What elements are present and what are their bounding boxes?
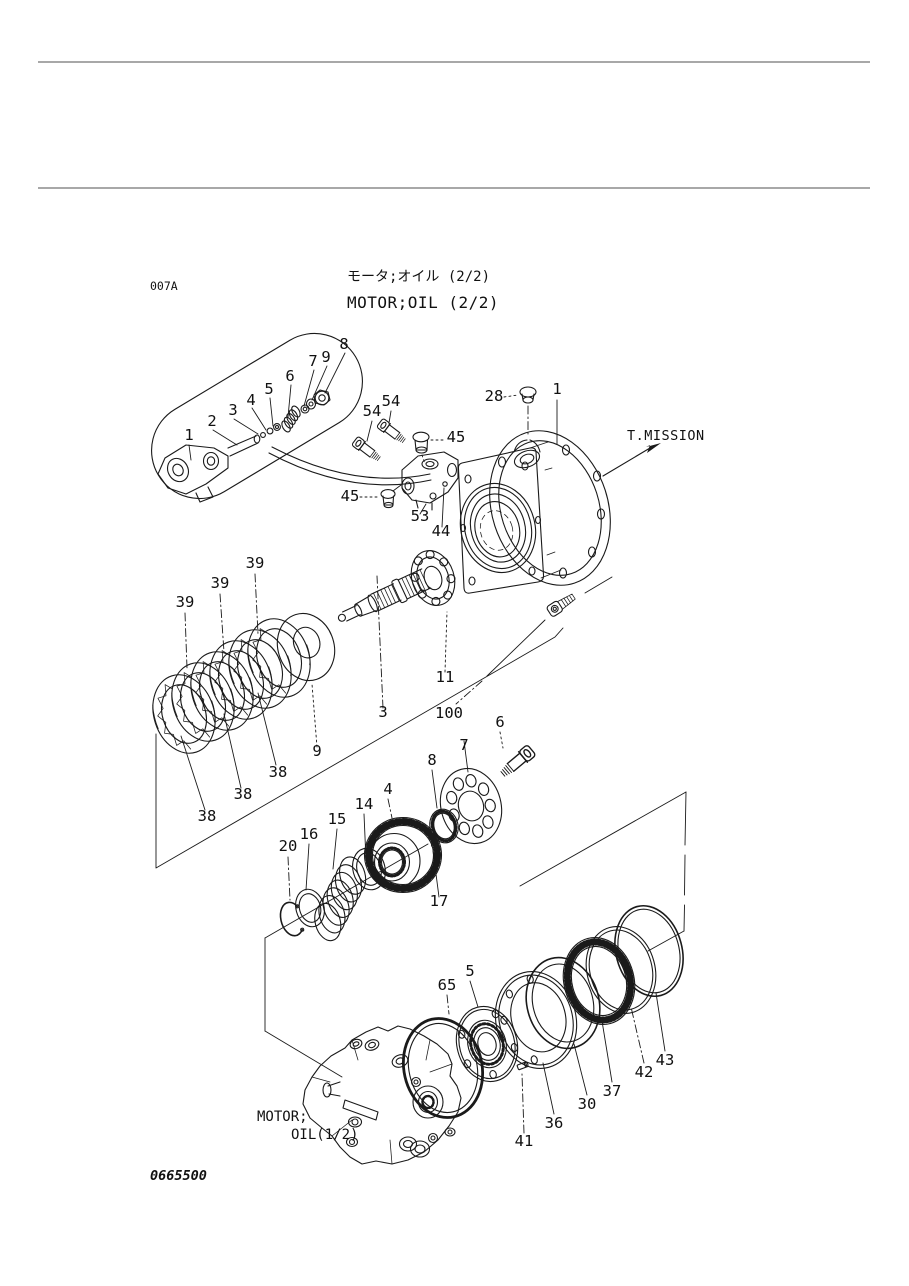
part-label-100: 100 — [435, 704, 463, 722]
part-label-3: 3 — [378, 703, 387, 721]
part-label-45: 45 — [447, 428, 466, 446]
part-label-28: 28 — [485, 387, 504, 405]
housing-screw-leader — [455, 576, 613, 705]
header-rules — [38, 61, 870, 189]
part-label-4: 4 — [246, 391, 255, 409]
part-label-41: 41 — [515, 1132, 534, 1150]
motor-ref-line1: MOTOR; — [257, 1109, 308, 1125]
doc-code: 007A — [150, 279, 178, 293]
part-label-54: 54 — [382, 392, 401, 410]
ring-30 — [525, 956, 601, 1096]
retainer-plate-7 — [439, 740, 503, 845]
title-english: MOTOR;OIL (2/2) — [347, 293, 499, 312]
valve-body — [157, 444, 229, 503]
part-label-38: 38 — [269, 763, 288, 781]
part-label-38: 38 — [234, 785, 253, 803]
part-label-4: 4 — [383, 780, 392, 798]
clutch-plates — [142, 609, 321, 762]
static-text: 007A モータ;オイル (2/2) MOTOR;OIL (2/2) T.MIS… — [150, 269, 705, 1184]
grommet-28 — [503, 386, 537, 435]
oring-43 — [614, 904, 684, 1052]
part-label-17: 17 — [430, 892, 449, 910]
cap-45-right — [412, 431, 445, 465]
part-label-7: 7 — [308, 352, 317, 370]
coupling-8 — [429, 769, 459, 898]
part-label-44: 44 — [432, 522, 451, 540]
part-label-20: 20 — [279, 837, 298, 855]
part-label-38: 38 — [198, 807, 217, 825]
part-label-8: 8 — [339, 335, 348, 353]
pin-44 — [441, 481, 448, 528]
part-label-7: 7 — [459, 736, 468, 754]
part-label-6: 6 — [495, 713, 504, 731]
part-label-9: 9 — [321, 348, 330, 366]
bearing-11 — [410, 549, 456, 673]
part-label-14: 14 — [355, 795, 374, 813]
plate-leaders — [180, 573, 318, 811]
top-port-boss — [513, 449, 541, 469]
motor-body — [302, 1025, 462, 1165]
gear-4 — [363, 798, 443, 894]
part-label-6: 6 — [285, 367, 294, 385]
part-label-15: 15 — [328, 810, 347, 828]
part-label-65: 65 — [438, 976, 457, 994]
oring-65 — [401, 994, 485, 1119]
drive-shaft — [337, 568, 432, 709]
part-label-11: 11 — [436, 668, 455, 686]
t-mission-label: T.MISSION — [627, 428, 705, 444]
group-box-lower — [264, 791, 687, 1078]
mounting-bolts-54 — [350, 410, 408, 464]
footer-code: 0665500 — [150, 1168, 207, 1184]
cap-45-left — [359, 484, 402, 509]
motor-ref-line2: OIL(1/2) — [291, 1127, 358, 1143]
part-label-39: 39 — [176, 593, 195, 611]
part-label-36: 36 — [545, 1114, 564, 1132]
title-japanese: モータ;オイル (2/2) — [347, 269, 490, 285]
part-label-3: 3 — [228, 401, 237, 419]
t-mission-arrow — [602, 443, 661, 477]
part-label-30: 30 — [578, 1095, 597, 1113]
bolt-6 — [497, 731, 537, 780]
washer-16 — [295, 843, 325, 928]
part-label-16: 16 — [300, 825, 319, 843]
part-label-5: 5 — [465, 962, 474, 980]
group-box-upper — [155, 627, 564, 869]
valve-capsule-group — [151, 332, 363, 503]
part-label-9: 9 — [312, 742, 321, 760]
capsule-leaders — [188, 352, 346, 461]
part-label-1: 1 — [184, 426, 193, 444]
part-label-8: 8 — [427, 751, 436, 769]
pin-41 — [516, 1061, 529, 1134]
thrust-washer-9 — [276, 612, 336, 682]
valve-block-53 — [401, 451, 459, 515]
part-label-45: 45 — [341, 487, 360, 505]
valve-seat-washer-nut — [300, 389, 331, 414]
part-label-37: 37 — [603, 1082, 622, 1100]
part-label-39: 39 — [211, 574, 230, 592]
drive-housing — [457, 430, 611, 594]
wave-springs-15 — [314, 828, 367, 942]
part-label-1: 1 — [552, 380, 561, 398]
part-label-2: 2 — [207, 412, 216, 430]
part-label-39: 39 — [246, 554, 265, 572]
part-label-43: 43 — [656, 1051, 675, 1069]
valve-spool — [227, 423, 281, 457]
part-label-5: 5 — [264, 380, 273, 398]
part-label-54: 54 — [363, 402, 382, 420]
part-label-53: 53 — [411, 507, 430, 525]
part-label-42: 42 — [635, 1063, 654, 1081]
